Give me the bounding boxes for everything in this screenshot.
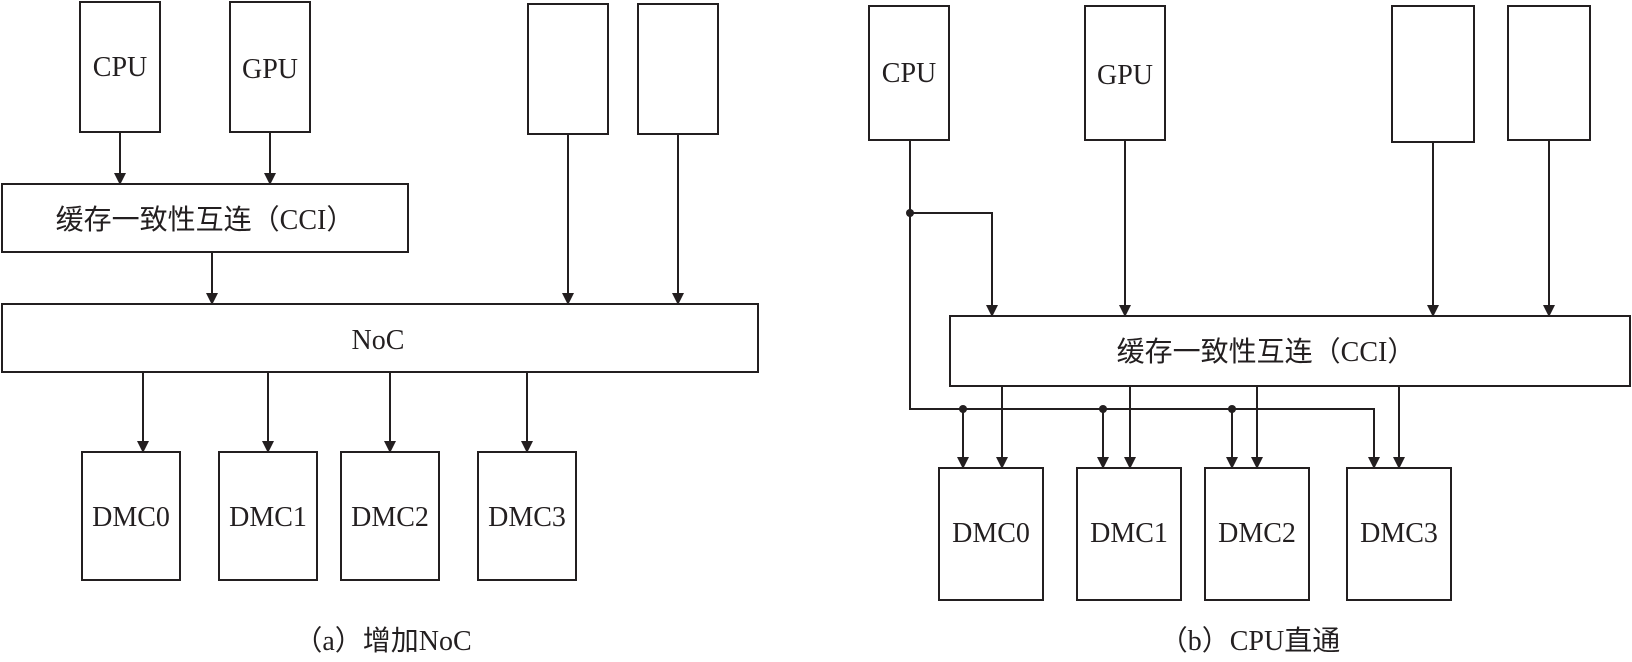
a-noc-label: NoC: [352, 325, 405, 356]
a-noc-box: [1, 303, 759, 373]
b-cpu-box: [868, 5, 950, 141]
b-dmc2-box: [1204, 467, 1310, 601]
diagram-b: CPU GPU 缓存一致性互连（CCI） DMC0 DMC1 DMC2 DMC3: [868, 5, 1631, 657]
b-cci-box: [949, 315, 1631, 387]
a-cci-label: 缓存一致性互连（CCI）: [56, 204, 355, 236]
a-dmc3-label: DMC3: [488, 502, 566, 533]
b-cci-label: 缓存一致性互连（CCI）: [1117, 336, 1416, 368]
a-cci-box: [1, 183, 409, 253]
a-master3-box: [527, 3, 609, 135]
a-master4-box: [637, 3, 719, 135]
a-gpu-box: [229, 1, 311, 133]
a-dmc1-label: DMC1: [229, 502, 307, 533]
a-caption: （a）增加NoC: [294, 625, 471, 657]
b-master4-box: [1507, 5, 1591, 141]
a-dmc0-label: DMC0: [92, 502, 170, 533]
b-dmc0-box: [938, 467, 1044, 601]
b-cpu-direct-bus: [909, 140, 1380, 469]
b-dmc3-box: [1346, 467, 1452, 601]
b-dmc0-label: DMC0: [952, 518, 1030, 549]
b-dmc1-label: DMC1: [1090, 518, 1168, 549]
b-dmc3-label: DMC3: [1360, 518, 1438, 549]
diagram-a: CPU GPU 缓存一致性互连（CCI） NoC DMC0 DMC1 DMC2 …: [1, 1, 759, 657]
a-cpu-box: [79, 1, 161, 133]
b-master3-box: [1391, 5, 1475, 143]
a-dmc2-box: [340, 451, 440, 581]
a-dmc1-box: [218, 451, 318, 581]
a-gpu-label: GPU: [242, 54, 298, 85]
a-dmc3-box: [477, 451, 577, 581]
b-caption: （b）CPU直通: [1160, 625, 1340, 657]
b-cpu-label: CPU: [882, 58, 936, 89]
a-cpu-label: CPU: [93, 52, 147, 83]
a-dmc2-label: DMC2: [351, 502, 429, 533]
b-dmc2-label: DMC2: [1218, 518, 1296, 549]
a-dmc0-box: [81, 451, 181, 581]
b-arrow-cpu-cci: [910, 212, 998, 317]
b-gpu-label: GPU: [1097, 60, 1153, 91]
